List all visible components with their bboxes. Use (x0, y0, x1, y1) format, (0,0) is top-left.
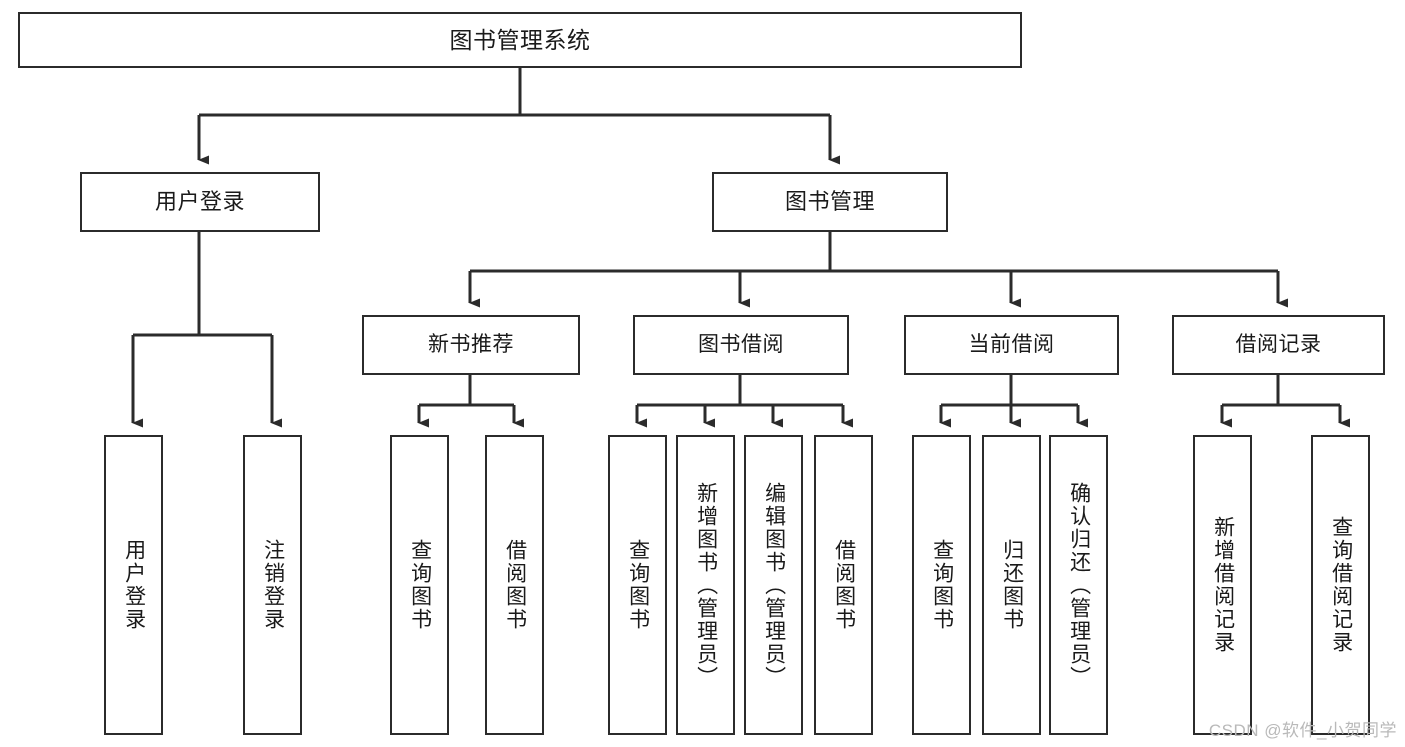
leaf-query-borrow-record[interactable]: 查询借阅记录 (1311, 435, 1370, 735)
leaf-query-books-recommend[interactable]: 查询图书 (390, 435, 449, 735)
leaf-label: 查询借阅记录 (1329, 516, 1353, 654)
leaf-add-book-admin[interactable]: 新增图书（管理员） (676, 435, 735, 735)
node-current-borrow[interactable]: 当前借阅 (904, 315, 1119, 375)
node-label: 图书借阅 (698, 332, 784, 356)
node-label: 借阅记录 (1235, 332, 1322, 356)
leaf-label: 确认归还（管理员） (1067, 481, 1091, 689)
leaf-label: 注销登录 (261, 539, 285, 631)
leaf-confirm-return-admin[interactable]: 确认归还（管理员） (1049, 435, 1108, 735)
node-label: 图书管理 (784, 189, 875, 215)
leaf-query-books-current[interactable]: 查询图书 (912, 435, 971, 735)
leaf-label: 新增借阅记录 (1211, 516, 1235, 654)
node-book-management[interactable]: 图书管理 (712, 172, 948, 232)
node-label: 图书管理系统 (449, 26, 591, 53)
leaf-label: 编辑图书（管理员） (762, 481, 786, 689)
leaf-logout[interactable]: 注销登录 (243, 435, 302, 735)
node-label: 用户登录 (154, 189, 245, 215)
leaf-label: 借阅图书 (503, 539, 527, 631)
watermark-text: CSDN @软件_小贺同学 (1208, 721, 1397, 740)
node-label: 新书推荐 (428, 332, 514, 356)
leaf-borrow-books-recommend[interactable]: 借阅图书 (485, 435, 544, 735)
leaf-edit-book-admin[interactable]: 编辑图书（管理员） (744, 435, 803, 735)
leaf-return-books[interactable]: 归还图书 (982, 435, 1041, 735)
node-new-book-recommend[interactable]: 新书推荐 (362, 315, 580, 375)
leaf-label: 新增图书（管理员） (694, 481, 718, 689)
leaf-label: 借阅图书 (832, 539, 856, 631)
node-borrow-record[interactable]: 借阅记录 (1172, 315, 1385, 375)
node-book-borrow[interactable]: 图书借阅 (633, 315, 849, 375)
leaf-borrow-books[interactable]: 借阅图书 (814, 435, 873, 735)
leaf-user-login[interactable]: 用户登录 (104, 435, 163, 735)
node-root-system[interactable]: 图书管理系统 (18, 12, 1022, 68)
leaf-label: 用户登录 (122, 539, 146, 631)
leaf-label: 归还图书 (1000, 539, 1024, 631)
leaf-label: 查询图书 (930, 539, 954, 631)
leaf-query-books-borrow[interactable]: 查询图书 (608, 435, 667, 735)
node-label: 当前借阅 (968, 332, 1055, 356)
leaf-add-borrow-record[interactable]: 新增借阅记录 (1193, 435, 1252, 735)
leaf-label: 查询图书 (408, 539, 432, 631)
node-user-login[interactable]: 用户登录 (80, 172, 320, 232)
leaf-label: 查询图书 (626, 539, 650, 631)
